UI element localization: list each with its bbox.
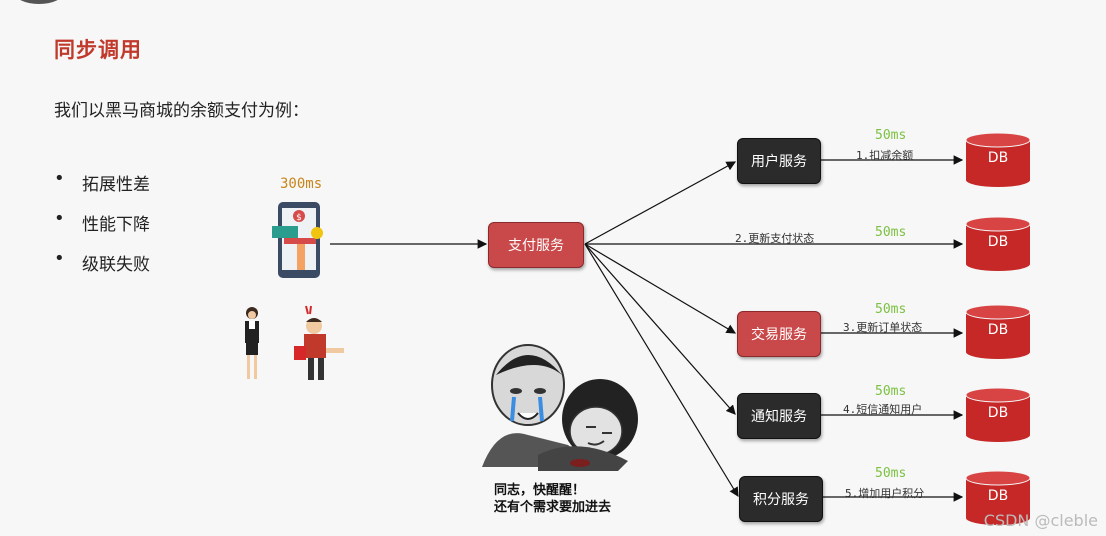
arrow-pay-to-trade — [584, 243, 737, 334]
phone-payment-icon: $ — [272, 202, 323, 278]
service-label: 积分服务 — [753, 492, 809, 508]
trade-service-box: 交易服务 — [737, 311, 821, 357]
db-label: DB — [987, 322, 1009, 338]
page-title: 同步调用 — [54, 38, 142, 62]
database-icon: DB — [965, 470, 1031, 526]
db-label: DB — [987, 234, 1009, 250]
svg-text:$: $ — [296, 213, 302, 223]
corner-avatar — [14, 0, 64, 4]
meme-caption: 同志，快醒醒！ 还有个需求要加进去 — [494, 482, 611, 516]
notify-service-box: 通知服务 — [737, 393, 821, 439]
db-latency: 50ms — [875, 302, 907, 317]
meme-caption-line: 还有个需求要加进去 — [494, 500, 612, 515]
arrow-pay-to-notify — [584, 243, 736, 415]
step-label: 5.增加用户积分 — [845, 487, 925, 500]
service-label: 用户服务 — [751, 154, 807, 170]
db-latency: 50ms — [875, 225, 907, 240]
database-icon: DB — [965, 216, 1031, 272]
angry-man-icon — [294, 305, 344, 380]
bullet-list: •拓展性差 •性能下降 •级联失败 — [54, 168, 150, 290]
step-label: 2.更新支付状态 — [735, 232, 815, 245]
db-latency: 50ms — [875, 384, 907, 399]
bullet-item: •性能下降 — [54, 208, 150, 235]
step-label: 4.短信通知用户 — [843, 403, 923, 416]
arrow-pay-to-points — [584, 243, 739, 498]
service-label: 交易服务 — [751, 327, 807, 343]
database-icon: DB — [965, 387, 1031, 443]
client-latency: 300ms — [280, 176, 323, 192]
bullet-item: •级联失败 — [54, 248, 150, 275]
db-latency: 50ms — [875, 466, 907, 481]
db-latency: 50ms — [875, 128, 907, 143]
watermark: CSDN @cleble — [983, 511, 1098, 530]
meme-image — [482, 344, 638, 471]
woman-icon — [245, 307, 259, 379]
service-label: 通知服务 — [751, 409, 807, 425]
pay-service-box: 支付服务 — [488, 222, 584, 268]
db-label: DB — [987, 150, 1009, 166]
db-label: DB — [987, 405, 1009, 421]
database-icon: DB — [965, 304, 1031, 360]
step-label: 3.更新订单状态 — [843, 321, 923, 334]
points-service-box: 积分服务 — [739, 476, 823, 522]
bullet-item: •拓展性差 — [54, 168, 150, 195]
db-label: DB — [987, 488, 1009, 504]
intro-text: 我们以黑马商城的余额支付为例： — [54, 101, 309, 121]
meme-caption-line: 同志，快醒醒！ — [494, 483, 586, 498]
user-service-box: 用户服务 — [737, 138, 821, 184]
pay-service-label: 支付服务 — [508, 238, 564, 254]
database-icon: DB — [965, 132, 1031, 188]
step-label: 1.扣减余额 — [856, 149, 914, 162]
arrow-pay-to-user — [584, 161, 737, 245]
